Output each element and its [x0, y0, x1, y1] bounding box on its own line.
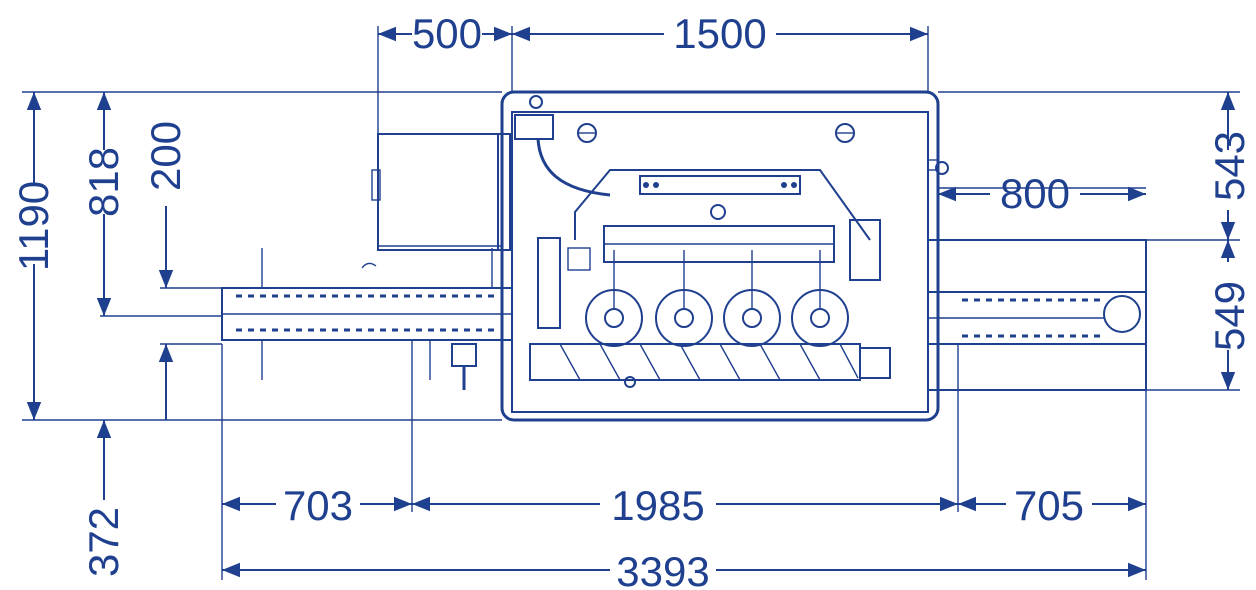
main-machine-housing	[500, 90, 949, 422]
dim-1500-label: 1500	[673, 10, 766, 57]
dim-800-label: 800	[1000, 170, 1070, 217]
rotor-frame	[537, 169, 881, 329]
rollers	[585, 250, 849, 347]
dim-705-label: 705	[1014, 482, 1084, 529]
dim-549-label: 549	[1206, 281, 1253, 351]
dim-3393-label: 3393	[616, 548, 709, 590]
dim-818-label: 818	[80, 147, 127, 217]
dim-703-label: 703	[283, 482, 353, 529]
dim-200-label: 200	[142, 121, 189, 191]
dim-543-label: 543	[1206, 131, 1253, 201]
feed-screw	[529, 343, 891, 388]
infeed-conveyor	[221, 248, 513, 390]
dimension-arrows	[26, 26, 1236, 578]
outfeed-conveyor	[927, 239, 1147, 391]
motor-box	[371, 133, 511, 251]
dim-372-label: 372	[80, 507, 127, 577]
dim-1985-label: 1985	[611, 482, 704, 529]
dimension-labels: 500 1500 1190 818 200 372 543 549 800 70…	[10, 10, 1253, 590]
dim-500-label: 500	[412, 10, 482, 57]
dim-1190-label: 1190	[10, 181, 57, 271]
